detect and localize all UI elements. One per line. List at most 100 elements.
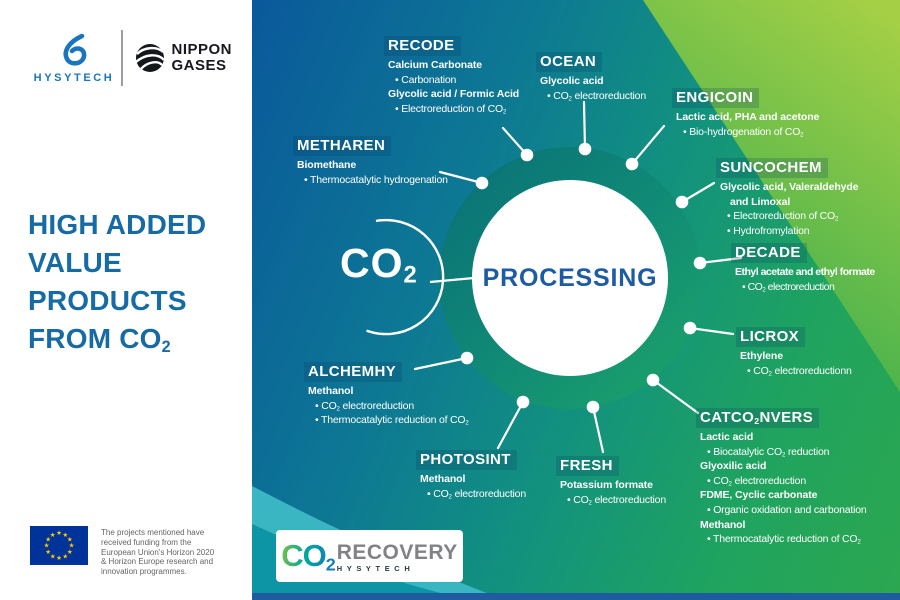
process-bullet: • Electroreduction of CO2: [395, 102, 507, 116]
project-alchemhy: ALCHEMHY Methanol• CO2 electroreduction•…: [304, 362, 469, 428]
project-recode-title: RECODE: [384, 36, 461, 56]
eu-star-icon: ★: [67, 548, 73, 556]
co2recovery-logo: CO2 RECOVERY HYSYTECH: [276, 530, 463, 582]
co2recovery-logo-text: RECOVERY HYSYTECH: [336, 541, 458, 573]
project-ocean-details: Glycolic acid • CO2 electroreduction: [540, 74, 646, 103]
product-label: Lactic acid: [700, 431, 754, 443]
product-label: Biomethane: [297, 159, 357, 171]
project-decade-details: Ethyl acetate and ethyl formate • CO2 ele…: [735, 265, 875, 294]
title-line: FROM CO2: [28, 323, 171, 356]
eu-note-line: European Union's Horizon 2020: [101, 547, 215, 557]
process-bullet: • Thermocatalytic reduction of CO2: [315, 414, 469, 427]
logo-divider: [121, 30, 123, 86]
product-label: Calcium Carbonate: [388, 59, 482, 71]
eu-note-line: The projects mentioned have: [101, 528, 205, 537]
project-engicoin: ENGICOIN Lactic acid, PHA and acetone • B…: [672, 88, 819, 139]
logo-row: HYSYTECH NIPPON GASES: [34, 30, 233, 86]
process-bullet: • CO2 electroreduction: [742, 280, 835, 294]
eu-note-line: innovation programmes.: [101, 567, 187, 577]
eu-star-icon: ★: [45, 548, 51, 556]
product-label: Potassium formate: [560, 479, 653, 491]
co2recovery-logo-mark: CO2: [281, 538, 335, 575]
project-fresh: FRESH Potassium formate • CO2 electroredu…: [556, 456, 666, 507]
project-catco2nvers: CATCO2NVERS Lactic acid • Biocatalytic CO…: [696, 408, 867, 547]
process-bullet: • CO2 electroreduction: [315, 399, 414, 413]
project-metharen-details: Biomethane• Thermocatalytic hydrogenatio…: [297, 158, 448, 187]
eu-flag: ★★★★★★★★★★★★: [30, 526, 88, 565]
project-fresh-title: FRESH: [556, 456, 619, 476]
project-photosint: PHOTOSINT Methanol • CO2 electroreduction: [416, 450, 526, 501]
bottom-accent-bar: [252, 593, 900, 600]
gases-word: GASES: [171, 57, 227, 74]
project-engicoin-details: Lactic acid, PHA and acetone • Bio-hydrog…: [676, 110, 819, 139]
project-catco2nvers-title: CATCO2NVERS: [696, 408, 820, 428]
project-licrox-title: LICROX: [736, 327, 806, 347]
left-panel: HYSYTECH NIPPON GASES HIGH ADDED VALUE P…: [0, 0, 252, 600]
project-licrox-details: Ethylene • CO2 electroreductionn: [740, 349, 852, 378]
eu-star-icon: ★: [69, 542, 75, 550]
project-photosint-title: PHOTOSINT: [416, 450, 517, 470]
product-label: Lactic acid, PHA and acetone: [676, 111, 820, 123]
project-alchemhy-details: Methanol• CO2 electroreduction• Thermoca…: [308, 384, 469, 428]
eu-funding-section: ★★★★★★★★★★★★ The projects mentioned have…: [30, 526, 259, 577]
process-bullet: • CO2 electroreduction: [567, 493, 666, 507]
eu-star-icon: ★: [67, 535, 73, 543]
nippon-word: NIPPON: [171, 41, 233, 58]
process-bullet: • CO2 electroreduction: [707, 474, 806, 488]
process-bullet: • Bio-hydrogenation of CO2: [683, 125, 804, 139]
eu-note-line: received funding from the: [101, 537, 192, 547]
processing-label: PROCESSING: [482, 264, 658, 292]
project-metharen-title: METHAREN: [293, 136, 392, 156]
project-engicoin-title: ENGICOIN: [672, 88, 760, 108]
nippon-gases-label: NIPPON GASES: [172, 42, 233, 74]
project-suncochem-details: Glycolic acid, Valeraldehyde and Limoxal •…: [720, 180, 859, 238]
project-suncochem: SUNCOCHEM Glycolic acid, Valeraldehyde an…: [716, 158, 859, 238]
project-licrox: LICROX Ethylene • CO2 electroreductionn: [736, 327, 852, 378]
process-bullet: • CO2 electroreduction: [547, 89, 646, 103]
product-label: Glyoxilic acid: [700, 460, 767, 473]
eu-star-icon: ★: [45, 535, 51, 543]
eu-funding-note: The projects mentioned have received fun…: [101, 526, 259, 577]
project-ocean: OCEAN Glycolic acid • CO2 electroreductio…: [536, 52, 646, 103]
product-label: Ethylene: [740, 350, 783, 362]
eu-note-line: & Horizon Europe research and: [101, 557, 214, 567]
project-fresh-details: Potassium formate • CO2 electroreduction: [560, 478, 666, 507]
eu-star-icon: ★: [62, 553, 68, 561]
eu-star-icon: ★: [62, 531, 68, 539]
project-decade: DECADE Ethyl acetate and ethyl formate• …: [731, 243, 875, 294]
project-suncochem-title: SUNCOCHEM: [716, 158, 828, 178]
product-label: Glycolic acid, Valeraldehyde: [720, 181, 859, 193]
project-ocean-title: OCEAN: [536, 52, 603, 72]
project-photosint-details: Methanol • CO2 electroreduction: [420, 472, 526, 501]
hysytech-logo: HYSYTECH: [34, 33, 112, 84]
process-bullet: • CO2 electroreduction: [427, 487, 526, 501]
eu-star-icon: ★: [50, 531, 56, 539]
hysytech-logo-label: HYSYTECH: [33, 71, 115, 84]
title-line: VALUE: [28, 247, 122, 278]
project-alchemhy-title: ALCHEMHY: [304, 362, 403, 382]
co2-source-label: CO2: [340, 240, 418, 289]
project-metharen: METHAREN Biomethane• Thermocatalytic hyd…: [293, 136, 448, 187]
product-label: Methanol: [420, 473, 466, 485]
title-line: PRODUCTS: [28, 285, 187, 316]
product-label: Glycolic acid / Formic Acid: [388, 88, 520, 101]
nippon-gases-logo: NIPPON GASES: [134, 42, 233, 74]
hysytech-logo-icon: [63, 33, 87, 66]
product-label: Methanol: [700, 518, 746, 531]
eu-star-icon: ★: [56, 529, 62, 537]
product-label: Ethyl acetate and ethyl formate: [735, 266, 875, 278]
process-bullet: • Hydrofromylation: [727, 224, 810, 237]
process-bullet: • Organic oxidation and carbonation: [707, 503, 867, 516]
process-bullet: • Biocatalytic CO2 reduction: [707, 445, 830, 459]
product-label: and Limoxal: [730, 195, 791, 208]
eu-star-icon: ★: [56, 554, 62, 562]
title-line: HIGH ADDED: [28, 209, 207, 240]
product-label: Glycolic acid: [540, 75, 604, 87]
process-bullet: • CO2 electroreductionn: [747, 364, 852, 378]
process-bullet: • Carbonation: [395, 73, 457, 86]
recovery-word: RECOVERY: [336, 541, 458, 564]
